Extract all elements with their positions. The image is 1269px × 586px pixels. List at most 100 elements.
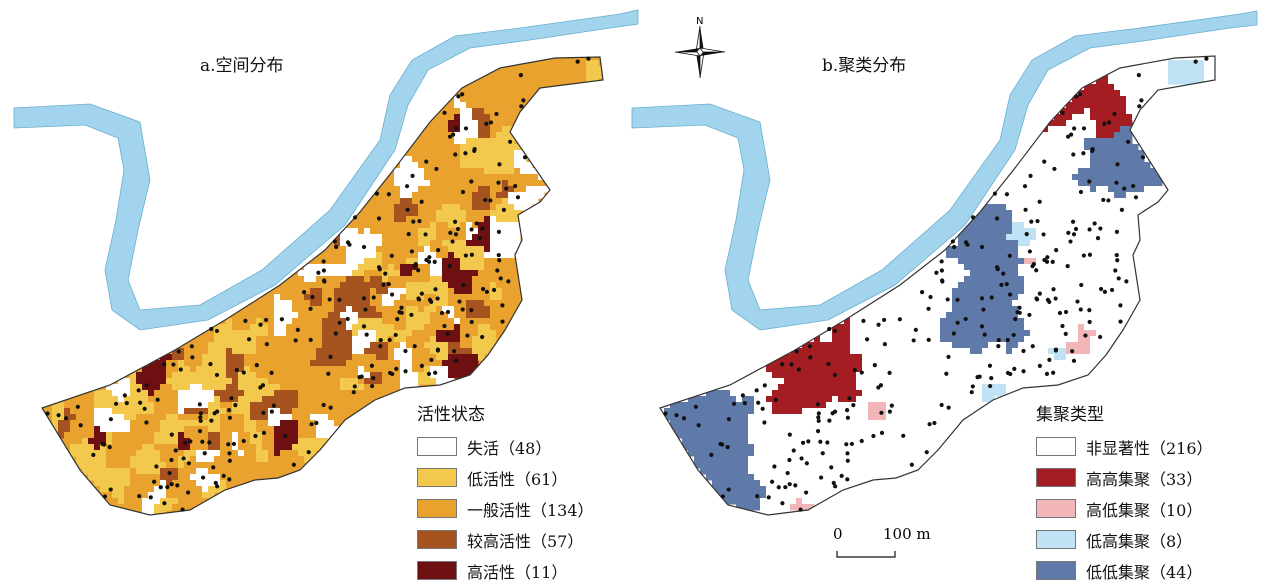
sample-point bbox=[1012, 366, 1017, 372]
sample-point bbox=[1079, 282, 1084, 288]
sample-point bbox=[887, 370, 892, 376]
sample-point bbox=[1068, 239, 1073, 244]
sample-point bbox=[1133, 195, 1139, 200]
sample-point bbox=[1001, 271, 1006, 276]
sample-point bbox=[451, 132, 456, 137]
sample-point bbox=[447, 134, 453, 139]
sample-point bbox=[1070, 349, 1075, 354]
sample-point bbox=[188, 439, 193, 444]
sample-point bbox=[495, 268, 500, 273]
sample-point bbox=[474, 221, 479, 226]
sample-point bbox=[1011, 332, 1016, 338]
sample-point bbox=[469, 179, 474, 184]
b-legend-swatch bbox=[1036, 561, 1076, 580]
sample-point bbox=[332, 239, 337, 244]
sample-point bbox=[389, 253, 394, 258]
sample-point bbox=[279, 317, 284, 322]
sample-point bbox=[1113, 268, 1118, 273]
sample-point bbox=[996, 344, 1001, 349]
sample-point bbox=[926, 306, 931, 311]
sample-point bbox=[435, 296, 440, 301]
sample-point bbox=[1027, 312, 1032, 318]
sample-point bbox=[423, 232, 428, 237]
sample-point bbox=[1087, 252, 1093, 257]
sample-point bbox=[416, 268, 421, 273]
sample-point bbox=[826, 361, 831, 367]
sample-point bbox=[789, 362, 794, 367]
sample-point bbox=[435, 347, 441, 352]
sample-point bbox=[496, 180, 501, 185]
sample-point bbox=[461, 282, 466, 288]
sample-point bbox=[233, 403, 238, 408]
sample-point bbox=[720, 494, 725, 499]
sample-point bbox=[202, 451, 207, 456]
sample-point bbox=[227, 415, 233, 420]
sample-point bbox=[144, 420, 149, 425]
sample-point bbox=[460, 189, 466, 195]
sample-point bbox=[328, 405, 333, 410]
sample-point bbox=[726, 487, 731, 492]
sample-point bbox=[832, 328, 838, 334]
sample-point bbox=[345, 240, 351, 245]
sample-point bbox=[513, 183, 518, 189]
sample-point bbox=[844, 442, 849, 447]
sample-point bbox=[506, 279, 511, 284]
sample-point bbox=[787, 457, 792, 463]
sample-point bbox=[409, 312, 414, 318]
sample-point bbox=[175, 483, 180, 488]
sample-point bbox=[264, 341, 269, 347]
sample-point bbox=[979, 244, 985, 250]
sample-point bbox=[403, 369, 408, 374]
sample-point bbox=[726, 417, 731, 422]
sample-point bbox=[333, 331, 338, 336]
sample-point bbox=[839, 473, 844, 478]
sample-point bbox=[909, 462, 914, 467]
sample-points-b bbox=[663, 56, 1209, 512]
sample-point bbox=[316, 270, 321, 275]
sample-point bbox=[452, 219, 458, 224]
sample-point bbox=[182, 440, 188, 445]
b-legend-item: 低低集聚（44） bbox=[1036, 555, 1213, 586]
sample-point bbox=[429, 357, 434, 362]
sample-point bbox=[950, 239, 955, 244]
sample-point bbox=[1139, 98, 1144, 103]
sample-point bbox=[1081, 126, 1087, 131]
a-legend-item: 失活（48） bbox=[417, 431, 594, 462]
sample-point bbox=[308, 306, 313, 311]
sample-point bbox=[144, 383, 149, 388]
legend-b-title: 集聚类型 bbox=[1036, 405, 1104, 425]
sample-point bbox=[215, 484, 220, 489]
sample-point bbox=[1115, 162, 1120, 167]
sample-point bbox=[410, 173, 415, 179]
sample-point bbox=[209, 418, 214, 423]
sample-point bbox=[1070, 219, 1076, 224]
sample-point bbox=[226, 408, 232, 413]
sample-point bbox=[227, 451, 232, 456]
sample-point bbox=[417, 218, 422, 224]
sample-point bbox=[419, 363, 424, 368]
sample-point bbox=[460, 92, 465, 97]
sample-point bbox=[1081, 151, 1086, 156]
sample-point bbox=[754, 388, 759, 393]
scale-start: 0 bbox=[833, 525, 843, 543]
sample-point bbox=[263, 317, 269, 323]
sample-point bbox=[1115, 258, 1120, 263]
scale-end: 100 m bbox=[883, 525, 931, 543]
sample-point bbox=[306, 450, 311, 455]
sample-point bbox=[436, 248, 441, 253]
a-legend-item: 一般活性（134） bbox=[417, 493, 594, 524]
sample-point bbox=[1045, 297, 1051, 302]
north-arrow-icon bbox=[675, 25, 725, 79]
sample-point bbox=[762, 383, 767, 388]
sample-point bbox=[995, 267, 1000, 272]
sample-point bbox=[412, 344, 417, 349]
sample-point bbox=[1101, 197, 1106, 203]
sample-point bbox=[78, 423, 83, 428]
sample-point bbox=[1034, 296, 1039, 301]
sample-point bbox=[844, 408, 850, 413]
sample-point bbox=[1118, 319, 1123, 324]
sample-point bbox=[940, 278, 945, 283]
sample-point bbox=[1098, 226, 1103, 231]
sample-point bbox=[1066, 230, 1071, 235]
sample-point bbox=[913, 327, 918, 332]
